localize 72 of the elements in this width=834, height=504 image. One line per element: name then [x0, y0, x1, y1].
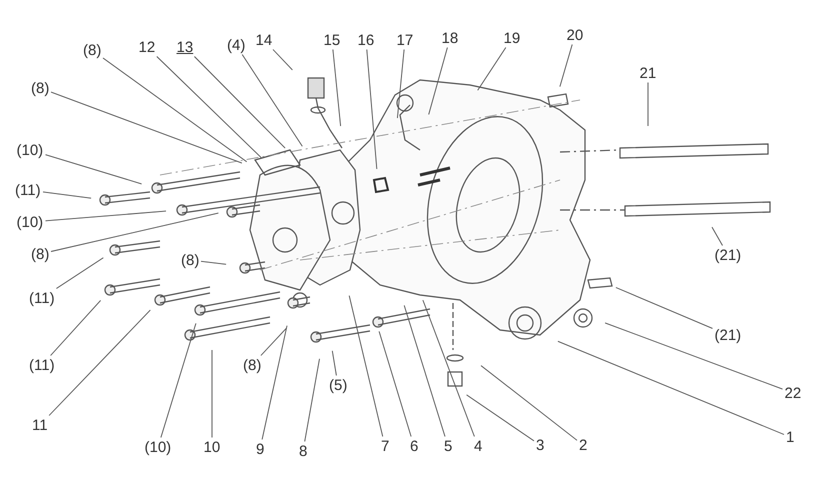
callout-number: (11)	[15, 182, 41, 198]
leader-line	[50, 300, 102, 356]
callout-number: (8)	[31, 80, 50, 96]
callout-number: (11)	[29, 356, 55, 374]
leader-line	[160, 322, 196, 438]
leader-line	[156, 56, 262, 159]
callout-number: 17	[396, 32, 414, 48]
callout-number: 4	[474, 438, 482, 454]
leader-line	[559, 44, 573, 88]
leader-line	[477, 47, 506, 91]
leader-line	[242, 54, 303, 147]
callout-number: (21)	[714, 246, 742, 264]
leader-line	[45, 210, 166, 222]
leader-line	[332, 49, 342, 127]
leader-line	[50, 92, 242, 164]
callout-number: 9	[256, 440, 264, 458]
callout-number: (8)	[31, 246, 50, 262]
leader-line	[262, 325, 288, 440]
callout-number: (8)	[181, 252, 200, 268]
leader-line	[200, 260, 227, 265]
callout-number: (10)	[16, 142, 44, 158]
callout-number: (5)	[329, 376, 348, 394]
callout-number: 12	[138, 38, 156, 56]
callout-number: (8)	[243, 356, 262, 374]
leader-line	[378, 330, 412, 437]
leader-line	[712, 226, 723, 246]
callout-number: 5	[444, 438, 452, 454]
callout-number: (21)	[714, 326, 742, 344]
callout-number: 20	[566, 26, 584, 44]
leader-line	[615, 287, 713, 329]
callout-number: 1	[786, 428, 794, 446]
leader-line	[50, 212, 219, 252]
leader-line	[557, 340, 784, 435]
callout-number: (8)	[83, 42, 102, 58]
leader-line	[45, 154, 142, 184]
callout-number: 22	[784, 384, 802, 402]
callout-number: 21	[640, 64, 656, 82]
leader-line	[404, 304, 446, 437]
callout-number: (10)	[16, 214, 44, 230]
callout-number: (10)	[144, 438, 172, 456]
leader-line	[332, 350, 337, 376]
callout-number: 6	[410, 438, 418, 454]
callout-number: (11)	[29, 290, 55, 306]
callout-number: (4)	[227, 36, 246, 54]
callout-number: 3	[536, 436, 544, 454]
leader-line	[422, 300, 475, 437]
leader-line	[466, 394, 534, 442]
callout-number: 10	[204, 438, 220, 456]
callout-number: 8	[299, 442, 308, 460]
leader-line	[348, 295, 384, 437]
callout-number: 18	[442, 30, 458, 46]
callout-number: 13	[176, 38, 194, 56]
leader-line	[366, 49, 378, 170]
leader-line	[480, 365, 578, 441]
leader-line	[428, 47, 448, 115]
callout-number: 11	[32, 416, 48, 434]
leader-line	[194, 56, 286, 149]
leader-line	[42, 191, 92, 199]
leader-line	[102, 58, 248, 162]
callout-number: 2	[579, 436, 588, 454]
callout-number: 15	[324, 32, 340, 48]
leader-line	[604, 322, 783, 390]
leader-line	[396, 49, 405, 119]
leader-line	[260, 328, 287, 356]
callout-number: 16	[358, 32, 374, 48]
leader-line	[304, 358, 320, 442]
leader-line	[48, 310, 151, 416]
leader-line	[272, 49, 293, 70]
callout-number: 7	[381, 438, 390, 454]
callout-number: 14	[256, 32, 272, 48]
callout-number: 19	[504, 30, 520, 46]
leader-line	[56, 257, 104, 289]
